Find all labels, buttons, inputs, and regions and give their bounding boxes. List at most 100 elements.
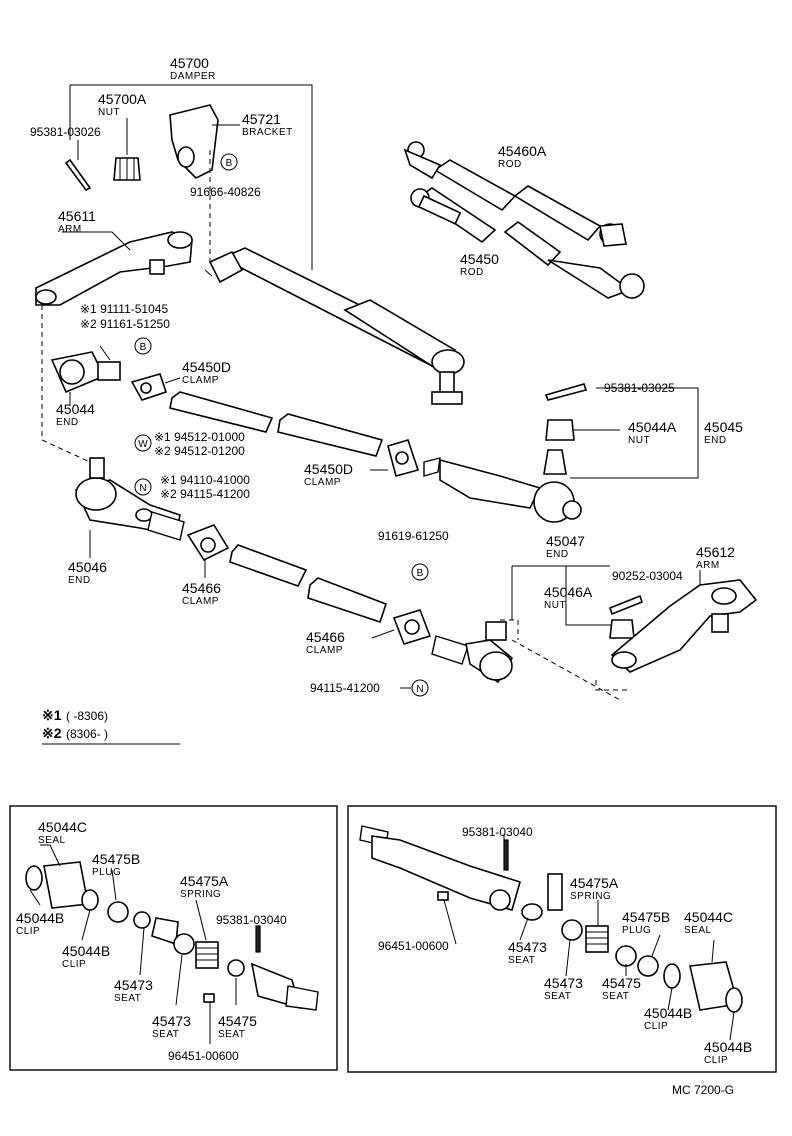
steering-damper-part xyxy=(204,247,465,405)
inset-left-seat-c-name: SEAT xyxy=(218,1029,245,1040)
symbol-b-top: B xyxy=(220,153,238,171)
cotter-pin-46-part xyxy=(609,594,643,616)
clamp-66a-name: CLAMP xyxy=(182,596,219,607)
clamp-66b-number: 45466 xyxy=(306,629,345,645)
inset-right-grease-number: 96451-00600 xyxy=(378,939,449,953)
inset-right-parts xyxy=(359,825,743,1013)
clamp-d-top-number: 45450D xyxy=(182,359,231,375)
clamp-66a-part xyxy=(186,524,230,562)
svg-text:B: B xyxy=(140,342,147,353)
inset-left-clip-a-name: CLIP xyxy=(16,926,40,937)
symbol-b-left: B xyxy=(134,337,152,355)
inset-right-spring-name: SPRING xyxy=(570,891,611,902)
pin-right-number: 95381-03025 xyxy=(604,381,675,395)
clamp-66a-number: 45466 xyxy=(182,580,221,596)
inset-left-grease-number: 96451-00600 xyxy=(168,1049,239,1063)
svg-text:B: B xyxy=(226,158,233,169)
rod-a-name: ROD xyxy=(498,159,522,170)
damper-number: 45700 xyxy=(170,55,209,71)
note1-range: ( -8306) xyxy=(66,709,108,723)
end-left-number: 45044 xyxy=(56,401,95,417)
arm-left-number: 45611 xyxy=(58,208,96,224)
inset-left-pin-number: 95381-03040 xyxy=(216,913,287,927)
rod-name: ROD xyxy=(460,267,484,278)
idler-arm-part xyxy=(610,579,758,673)
inset-left-plug-number: 45475B xyxy=(92,851,140,867)
clamp-d-mid-name: CLAMP xyxy=(304,477,341,488)
bolt1-number: ※1 91111-51045 xyxy=(80,302,168,316)
inset-right-plug-number: 45475B xyxy=(622,909,670,925)
nut-right-name: NUT xyxy=(628,435,650,446)
tie-rod-end-46-part xyxy=(74,457,185,541)
inset-left-seat-a-number: 45473 xyxy=(114,977,153,993)
inset-left-clip-b-number: 45044B xyxy=(62,943,110,959)
bracket-number: 45721 xyxy=(242,111,281,127)
clamp-66b-name: CLAMP xyxy=(306,645,343,656)
inset-right-clip-a-name: CLIP xyxy=(644,1021,668,1032)
washer1-number: ※1 94512-01000 xyxy=(154,430,245,444)
damper-name: DAMPER xyxy=(170,71,216,82)
note2-mark: ※2 xyxy=(42,725,62,741)
arm-right-name: ARM xyxy=(696,560,720,571)
cotter-pin-right-part xyxy=(544,383,588,401)
end-right-number: 45045 xyxy=(704,419,743,435)
arm-right-number: 45612 xyxy=(696,544,735,560)
figure-code: MC 7200-G xyxy=(672,1083,734,1097)
inset-right-seal-number: 45044C xyxy=(684,909,733,925)
nut1-number: ※1 94110-41000 xyxy=(160,473,250,487)
inset-right-clip-b-number: 45044B xyxy=(704,1039,752,1055)
tie-rod-tube-lower-part xyxy=(229,544,388,624)
clamp-d-mid-number: 45450D xyxy=(304,461,353,477)
svg-text:N: N xyxy=(139,483,146,494)
end-right-name: END xyxy=(704,435,727,446)
end-46-name: END xyxy=(68,575,91,586)
bolt-mid-number: 91619-61250 xyxy=(378,529,449,543)
inset-right-seat-c-name: SEAT xyxy=(602,991,629,1002)
clamp-d-top-part xyxy=(130,373,168,401)
tie-rod-end-right-part xyxy=(423,449,582,523)
nut2-number: ※2 94115-41200 xyxy=(160,487,250,501)
inset-left-spring-name: SPRING xyxy=(180,889,221,900)
nut-bottom-number: 94115-41200 xyxy=(310,681,380,695)
relay-rod-a-part xyxy=(403,141,627,247)
end-47-name: END xyxy=(546,549,569,560)
tie-rod-tube-upper-part xyxy=(169,391,384,457)
inset-right-plug-name: PLUG xyxy=(622,925,651,936)
castle-nut-46-part xyxy=(609,619,635,639)
inset-right-seat-b-number: 45473 xyxy=(544,975,583,991)
castle-nut-right-part xyxy=(545,419,575,441)
damper-group-line xyxy=(69,84,313,270)
inset-right-seat-a-name: SEAT xyxy=(508,955,535,966)
rod-a-number: 45460A xyxy=(498,143,547,159)
nut-46a-name: NUT xyxy=(544,600,566,611)
inset-right-seat-b-name: SEAT xyxy=(544,991,571,1002)
bracket-name: BRACKET xyxy=(242,127,293,138)
inset-left-seal-name: SEAL xyxy=(38,835,66,846)
bolt2-number: ※2 91161-51250 xyxy=(80,317,170,331)
clamp-66b-part xyxy=(392,609,432,645)
inset-right-clip-a-number: 45044B xyxy=(644,1005,692,1021)
symbol-b-mid: B xyxy=(411,563,429,581)
tie-rod-end-47-part xyxy=(431,621,514,684)
inset-left-spring-number: 45475A xyxy=(180,873,229,889)
relay-rod-part xyxy=(410,187,645,299)
pin-46-number: 90252-03004 xyxy=(612,569,683,583)
inset-right-clip-b-name: CLIP xyxy=(704,1055,728,1066)
nut-right-number: 45044A xyxy=(628,419,677,435)
clamp-d-mid-part xyxy=(387,439,420,477)
nut-a-number: 45700A xyxy=(98,91,147,107)
cotter-pin-part xyxy=(64,158,92,192)
pitman-arm-part xyxy=(35,231,193,306)
inset-left-clip-b-name: CLIP xyxy=(62,959,86,970)
nut-a-name: NUT xyxy=(98,107,120,118)
svg-text:B: B xyxy=(417,568,424,579)
inset-right-spring-number: 45475A xyxy=(570,875,619,891)
symbol-n-left: N xyxy=(134,478,152,496)
rod-number: 45450 xyxy=(460,251,499,267)
inset-left-clip-a-number: 45044B xyxy=(16,910,64,926)
tie-rod-end-left-part xyxy=(50,345,121,394)
inset-right-seat-a-number: 45473 xyxy=(508,939,547,955)
inset-right-frame xyxy=(347,805,777,1073)
inset-right-seal-name: SEAL xyxy=(684,925,712,936)
